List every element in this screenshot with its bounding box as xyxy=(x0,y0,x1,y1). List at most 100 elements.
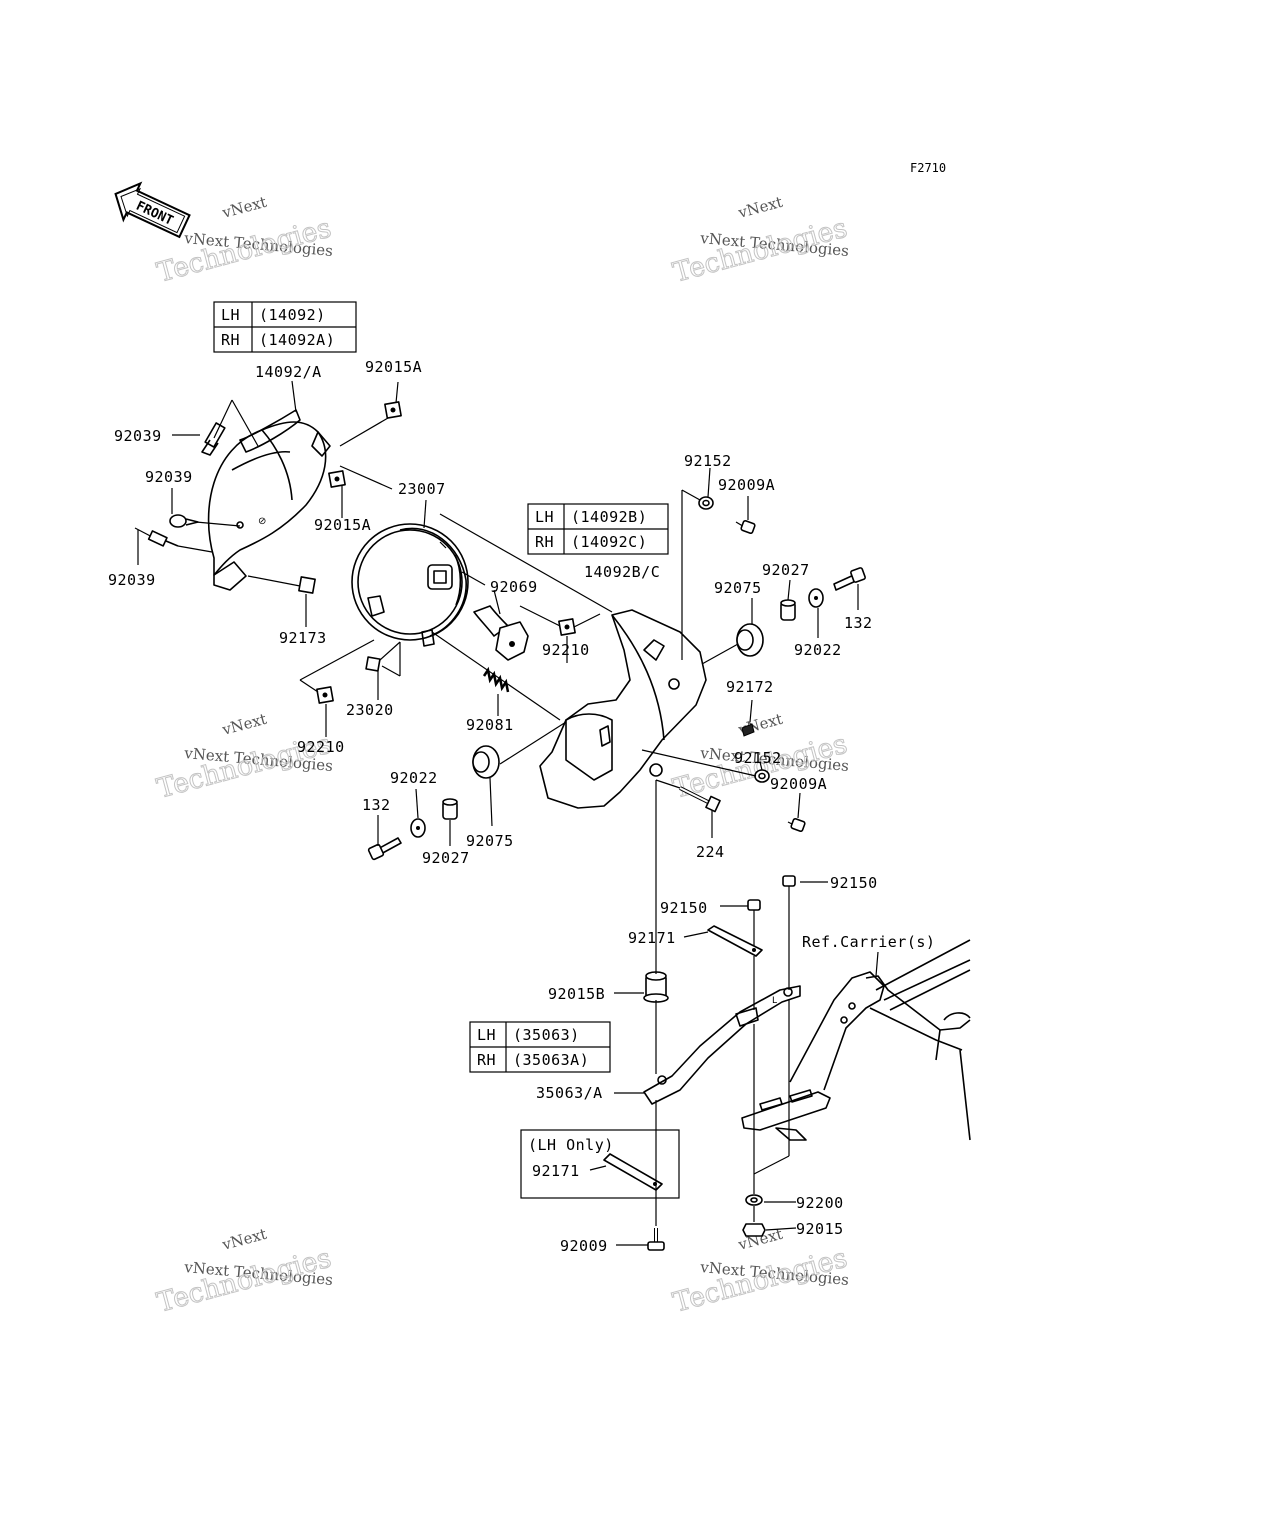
watermark-bottom-right: vNext vNext Technologies Technologies xyxy=(669,1225,851,1319)
carrier-frame-part xyxy=(741,939,971,1141)
table-bracket: LH (35063) RH (35063A) xyxy=(469,1021,611,1073)
label-92015B: 92015B xyxy=(548,985,605,1003)
leader-lines xyxy=(137,380,879,1246)
washer-92022-left-icon xyxy=(410,818,426,838)
svg-text:LH: LH xyxy=(477,1026,496,1044)
label-23007: 23007 xyxy=(398,480,446,498)
bolt-92150-right-icon xyxy=(782,875,796,896)
label-14092-a: 14092/A xyxy=(255,363,322,381)
clip-92210-left-icon xyxy=(316,686,334,704)
label-35063-a: 35063/A xyxy=(536,1084,603,1102)
clip-92015A-mid-icon xyxy=(328,470,346,488)
part-labels: 14092/A 92015A 92039 92039 92039 23007 9… xyxy=(108,358,935,1255)
svg-text:LH: LH xyxy=(535,508,554,526)
table-headlight-housing: LH (14092B) RH (14092C) xyxy=(527,503,669,555)
svg-text:(14092C): (14092C) xyxy=(571,533,647,551)
nut-92152-mid-icon xyxy=(754,769,770,783)
svg-text:vNext: vNext xyxy=(735,193,784,222)
collar-92015B-icon xyxy=(643,971,669,1003)
svg-text:(35063): (35063) xyxy=(513,1026,580,1044)
label-92172: 92172 xyxy=(726,678,774,696)
screw-92009A-top-icon xyxy=(735,520,756,534)
svg-text:⊘: ⊘ xyxy=(258,516,266,527)
svg-text:vNext: vNext xyxy=(219,193,268,222)
label-92015: 92015 xyxy=(796,1220,844,1238)
svg-text:LH: LH xyxy=(221,306,240,324)
bolt-132-left-icon xyxy=(367,837,402,861)
strap-92171-bottom-icon xyxy=(603,1153,663,1191)
label-92210-mid: 92210 xyxy=(542,641,590,659)
label-92150-right: 92150 xyxy=(830,874,878,892)
label-92009A-mid: 92009A xyxy=(770,775,827,793)
label-92015A-top: 92015A xyxy=(365,358,422,376)
clip-92210-mid-icon xyxy=(558,618,576,636)
strap-92171-top-icon xyxy=(707,925,763,957)
label-92039-1: 92039 xyxy=(114,427,162,445)
label-132-right: 132 xyxy=(844,614,873,632)
label-92152-top: 92152 xyxy=(684,452,732,470)
label-92150-left: 92150 xyxy=(660,899,708,917)
washer-92200-icon xyxy=(745,1194,763,1206)
watermark-mid-left: vNext vNext Technologies Technologies xyxy=(153,710,335,805)
svg-text:(LH Only): (LH Only) xyxy=(528,1136,614,1154)
washer-92022-right-icon xyxy=(808,588,824,608)
screw-92039-top-icon xyxy=(201,422,226,456)
svg-text:(35063A): (35063A) xyxy=(513,1051,589,1069)
label-92075-top: 92075 xyxy=(714,579,762,597)
svg-text:(14092): (14092) xyxy=(259,306,326,324)
label-132-left: 132 xyxy=(362,796,391,814)
table-headlight-cover: LH (14092) RH (14092A) xyxy=(213,301,357,353)
grommet-92075-left-icon xyxy=(472,745,500,779)
svg-text:(14092A): (14092A) xyxy=(259,331,335,349)
label-92027-left: 92027 xyxy=(422,849,470,867)
label-92075-left: 92075 xyxy=(466,832,514,850)
nut-92015-icon xyxy=(742,1223,766,1237)
label-92152-mid: 92152 xyxy=(734,749,782,767)
label-92210-left: 92210 xyxy=(297,738,345,756)
collar-92027-top-icon xyxy=(780,599,796,621)
svg-text:vNext: vNext xyxy=(735,710,784,739)
label-92009: 92009 xyxy=(560,1237,608,1255)
screw-92039-mid-icon xyxy=(169,514,199,528)
bulb-92069-icon xyxy=(473,605,529,661)
watermark-top-right: vNext vNext Technologies Technologies xyxy=(669,193,851,289)
label-92039-2: 92039 xyxy=(145,468,193,486)
collar-92027-left-icon xyxy=(442,798,458,820)
label-92015A-mid: 92015A xyxy=(314,516,371,534)
svg-text:L: L xyxy=(772,996,777,1006)
lh-only-box: (LH Only) xyxy=(520,1129,680,1199)
screw-92009-icon xyxy=(647,1228,665,1251)
nut-92152-top-icon xyxy=(698,496,714,510)
label-92069: 92069 xyxy=(490,578,538,596)
screw-92172-icon xyxy=(741,723,755,737)
svg-text:(14092B): (14092B) xyxy=(571,508,647,526)
label-92039-3: 92039 xyxy=(108,571,156,589)
label-23020: 23020 xyxy=(346,701,394,719)
label-92022-right: 92022 xyxy=(794,641,842,659)
label-92027-top: 92027 xyxy=(762,561,810,579)
bolt-132-right-icon xyxy=(833,567,866,591)
label-92171-top: 92171 xyxy=(628,929,676,947)
label-224: 224 xyxy=(696,843,725,861)
bolt-92150-left-icon xyxy=(747,899,761,920)
figure-code: F2710 xyxy=(910,161,946,175)
label-92081: 92081 xyxy=(466,716,514,734)
label-ref-carrier: Ref.Carrier(s) xyxy=(802,933,935,951)
label-14092b-c: 14092B/C xyxy=(584,563,660,581)
bracket-35063-part: L xyxy=(643,985,801,1105)
headlight-housing-part xyxy=(539,609,707,809)
label-92173: 92173 xyxy=(279,629,327,647)
screw-92009A-mid-icon xyxy=(787,818,806,832)
label-92200: 92200 xyxy=(796,1194,844,1212)
watermark-top-left: vNext vNext Technologies Technologies xyxy=(153,193,335,289)
svg-text:RH: RH xyxy=(477,1051,496,1069)
label-92009A-top: 92009A xyxy=(718,476,775,494)
spring-92081-icon xyxy=(482,666,510,693)
front-arrow-icon: FRONT xyxy=(114,181,191,239)
nut-23020-icon xyxy=(365,656,381,672)
svg-text:RH: RH xyxy=(535,533,554,551)
label-92171-bottom: 92171 xyxy=(532,1162,580,1180)
headlight-cover-part: ⊘ xyxy=(207,409,331,591)
grommet-92075-top-icon xyxy=(736,623,764,657)
